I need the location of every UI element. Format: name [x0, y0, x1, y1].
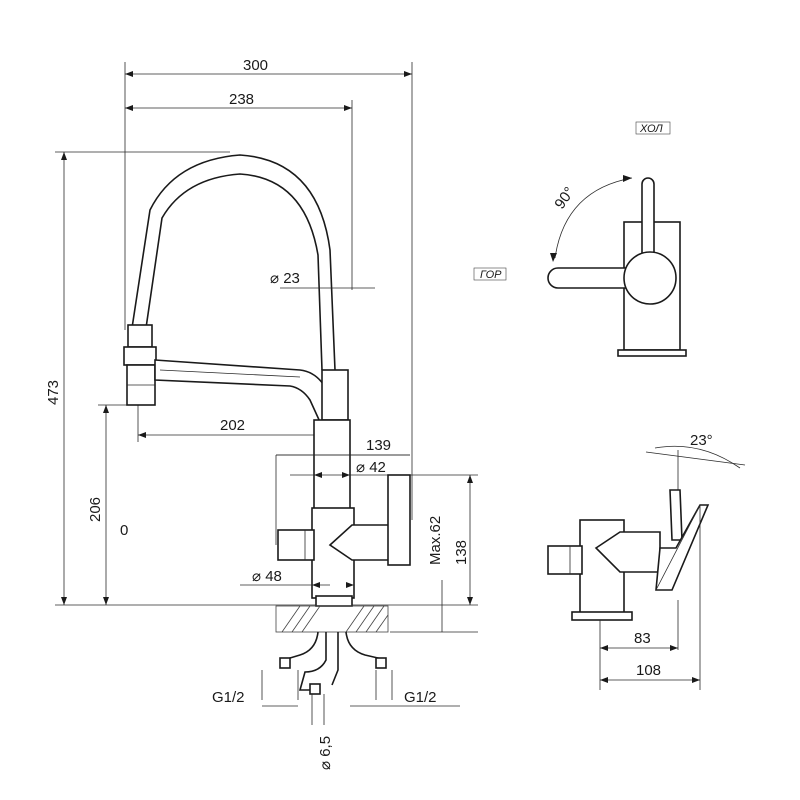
dim-300: 300	[243, 57, 268, 74]
label-hot: ГОР	[480, 269, 502, 281]
dim-238: 238	[229, 91, 254, 108]
dim-138: 138	[453, 540, 470, 565]
dim-tilt-angle: 23°	[690, 432, 713, 449]
dim-83: 83	[634, 630, 651, 647]
dim-body-diameter: ⌀ 42	[356, 459, 386, 476]
label-cold: ХОЛ	[639, 123, 663, 135]
dim-206: 206	[87, 497, 104, 522]
dim-tube-diameter: ⌀ 6,5	[317, 736, 334, 770]
dim-202: 202	[220, 417, 245, 434]
dim-base-diameter: ⌀ 48	[252, 568, 282, 585]
dim-connector-right: G1/2	[404, 689, 437, 706]
handle-rotation-view: ХОЛ ГОР 90°	[473, 121, 687, 357]
dim-hose-diameter: ⌀ 23	[270, 270, 300, 287]
dim-108: 108	[636, 662, 661, 679]
countertop-hatch	[275, 605, 389, 633]
dim-rotation-angle: 90°	[551, 184, 578, 212]
dim-139: 139	[366, 437, 391, 454]
side-view: 23° 83 108	[547, 432, 746, 690]
dim-max-counter: Max.62	[427, 516, 444, 565]
dim-connector-left: G1/2	[212, 689, 245, 706]
zero-mark: 0	[120, 522, 128, 539]
dim-473: 473	[45, 380, 62, 405]
front-view: 300 238 473 206 0 202 ⌀ 23	[45, 57, 478, 770]
